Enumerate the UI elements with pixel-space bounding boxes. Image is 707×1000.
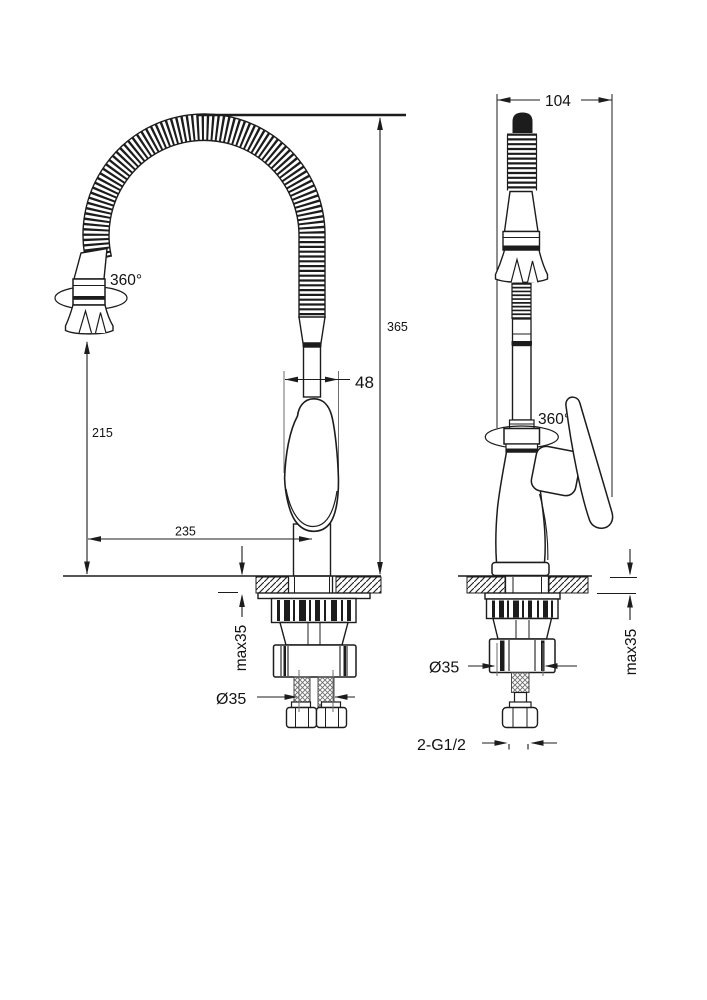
aerator-front (64, 247, 114, 335)
deck-surface-side (458, 575, 592, 594)
flexible-hose-side (506, 112, 538, 191)
deck-surface-front (63, 575, 382, 594)
dim-hose-thread: 2-G1/2 (417, 737, 557, 754)
label-hole-diameter-side: Ø35 (429, 660, 459, 677)
hex-nut-front-1 (285, 706, 318, 729)
dim-outlet-height: 215 (84, 341, 113, 575)
dim-body-width: 48 (285, 373, 374, 392)
locking-nut-front (272, 644, 357, 678)
spout-body-front (283, 397, 340, 533)
label-swivel-front: 360° (110, 272, 142, 289)
label-hole-diameter-front: Ø35 (216, 691, 246, 708)
dim-deck-thickness-side: max35 (597, 549, 640, 675)
dim-hole-diameter-front: Ø35 (216, 670, 355, 712)
dim-hole-diameter-side: Ø35 (429, 643, 577, 677)
spout-front (283, 316, 340, 577)
dim-48-extensions (283, 371, 339, 476)
body-base-flange-side (491, 561, 550, 577)
mounting-hardware-front (257, 592, 371, 678)
label-hose-thread: 2-G1/2 (417, 737, 466, 754)
dim-total-height: 365 (377, 117, 408, 575)
aerator-side (494, 190, 549, 284)
label-spout-reach: 235 (175, 525, 196, 539)
front-view: 365 215 235 48 360° (54, 113, 408, 729)
label-overall-depth: 104 (545, 93, 571, 110)
mounting-hardware-side (484, 592, 561, 674)
flexible-hose-arc (82, 113, 326, 318)
spout-tube-side (508, 283, 535, 430)
locking-nut-side (488, 638, 556, 674)
label-outlet-height: 215 (92, 426, 113, 440)
side-view: 104 (417, 93, 640, 754)
label-deck-thickness-side: max35 (623, 629, 640, 676)
label-swivel-side: 360° (538, 411, 570, 428)
label-total-height: 365 (387, 320, 408, 334)
spout-base-front (292, 523, 332, 577)
supply-hose-side (501, 672, 539, 729)
label-body-width: 48 (355, 373, 374, 392)
dim-deck-thickness-front: max35 (218, 546, 250, 671)
dim-overall-depth: 104 (497, 93, 612, 110)
label-deck-thickness-front: max35 (233, 625, 250, 672)
supply-hoses-front (285, 676, 348, 729)
dim-spout-reach: 235 (88, 525, 312, 542)
hex-nut-front-2 (315, 706, 348, 729)
handle-lever-side (565, 396, 614, 529)
faucet-body-side (491, 396, 614, 577)
swivel-ring-side (503, 427, 541, 453)
hex-nut-side (501, 706, 539, 729)
